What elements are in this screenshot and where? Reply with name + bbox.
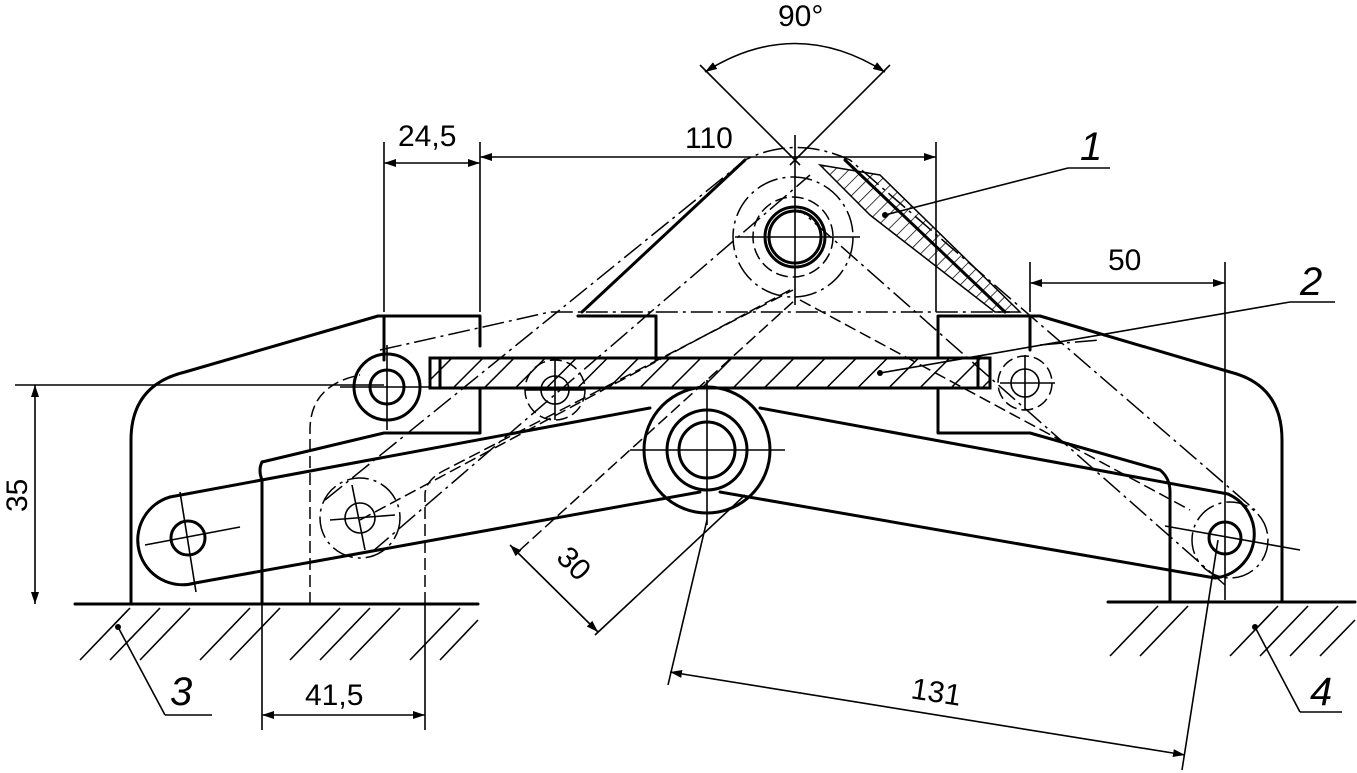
ground-right [1106, 600, 1357, 657]
dimension-top: 24,5 110 [383, 120, 937, 312]
dimension-30: 30 [509, 494, 746, 636]
dimension-angle: 90° [699, 0, 891, 166]
hidden-lines [309, 196, 1191, 604]
dimension-131: 131 [667, 519, 1219, 771]
dim-50: 50 [1108, 244, 1141, 277]
dim-30: 30 [550, 540, 597, 587]
label-2: 2 [1299, 260, 1322, 304]
callout-1: 1 [882, 125, 1110, 218]
dimension-35: 35 [1, 384, 384, 604]
dimension-50: 50 [1029, 244, 1226, 600]
angle-label: 90° [778, 0, 823, 33]
plate-2 [428, 356, 992, 390]
dim-24-5: 24,5 [398, 120, 456, 153]
dim-35: 35 [1, 479, 34, 512]
lower-levers [136, 406, 1256, 587]
callout-2: 2 [877, 260, 1335, 376]
dim-41-5: 41,5 [305, 679, 363, 712]
callout-4: 4 [1252, 624, 1342, 714]
label-1: 1 [1080, 125, 1102, 169]
lever-1-hatched-arm [817, 163, 1022, 313]
dimension-41-5: 41,5 [261, 604, 426, 730]
callout-3: 3 [115, 624, 212, 716]
center-lines [144, 135, 1301, 593]
label-3: 3 [170, 670, 192, 714]
ground-left [73, 602, 480, 661]
dim-110: 110 [685, 122, 733, 155]
label-4: 4 [1310, 670, 1332, 714]
dim-131: 131 [909, 672, 964, 712]
